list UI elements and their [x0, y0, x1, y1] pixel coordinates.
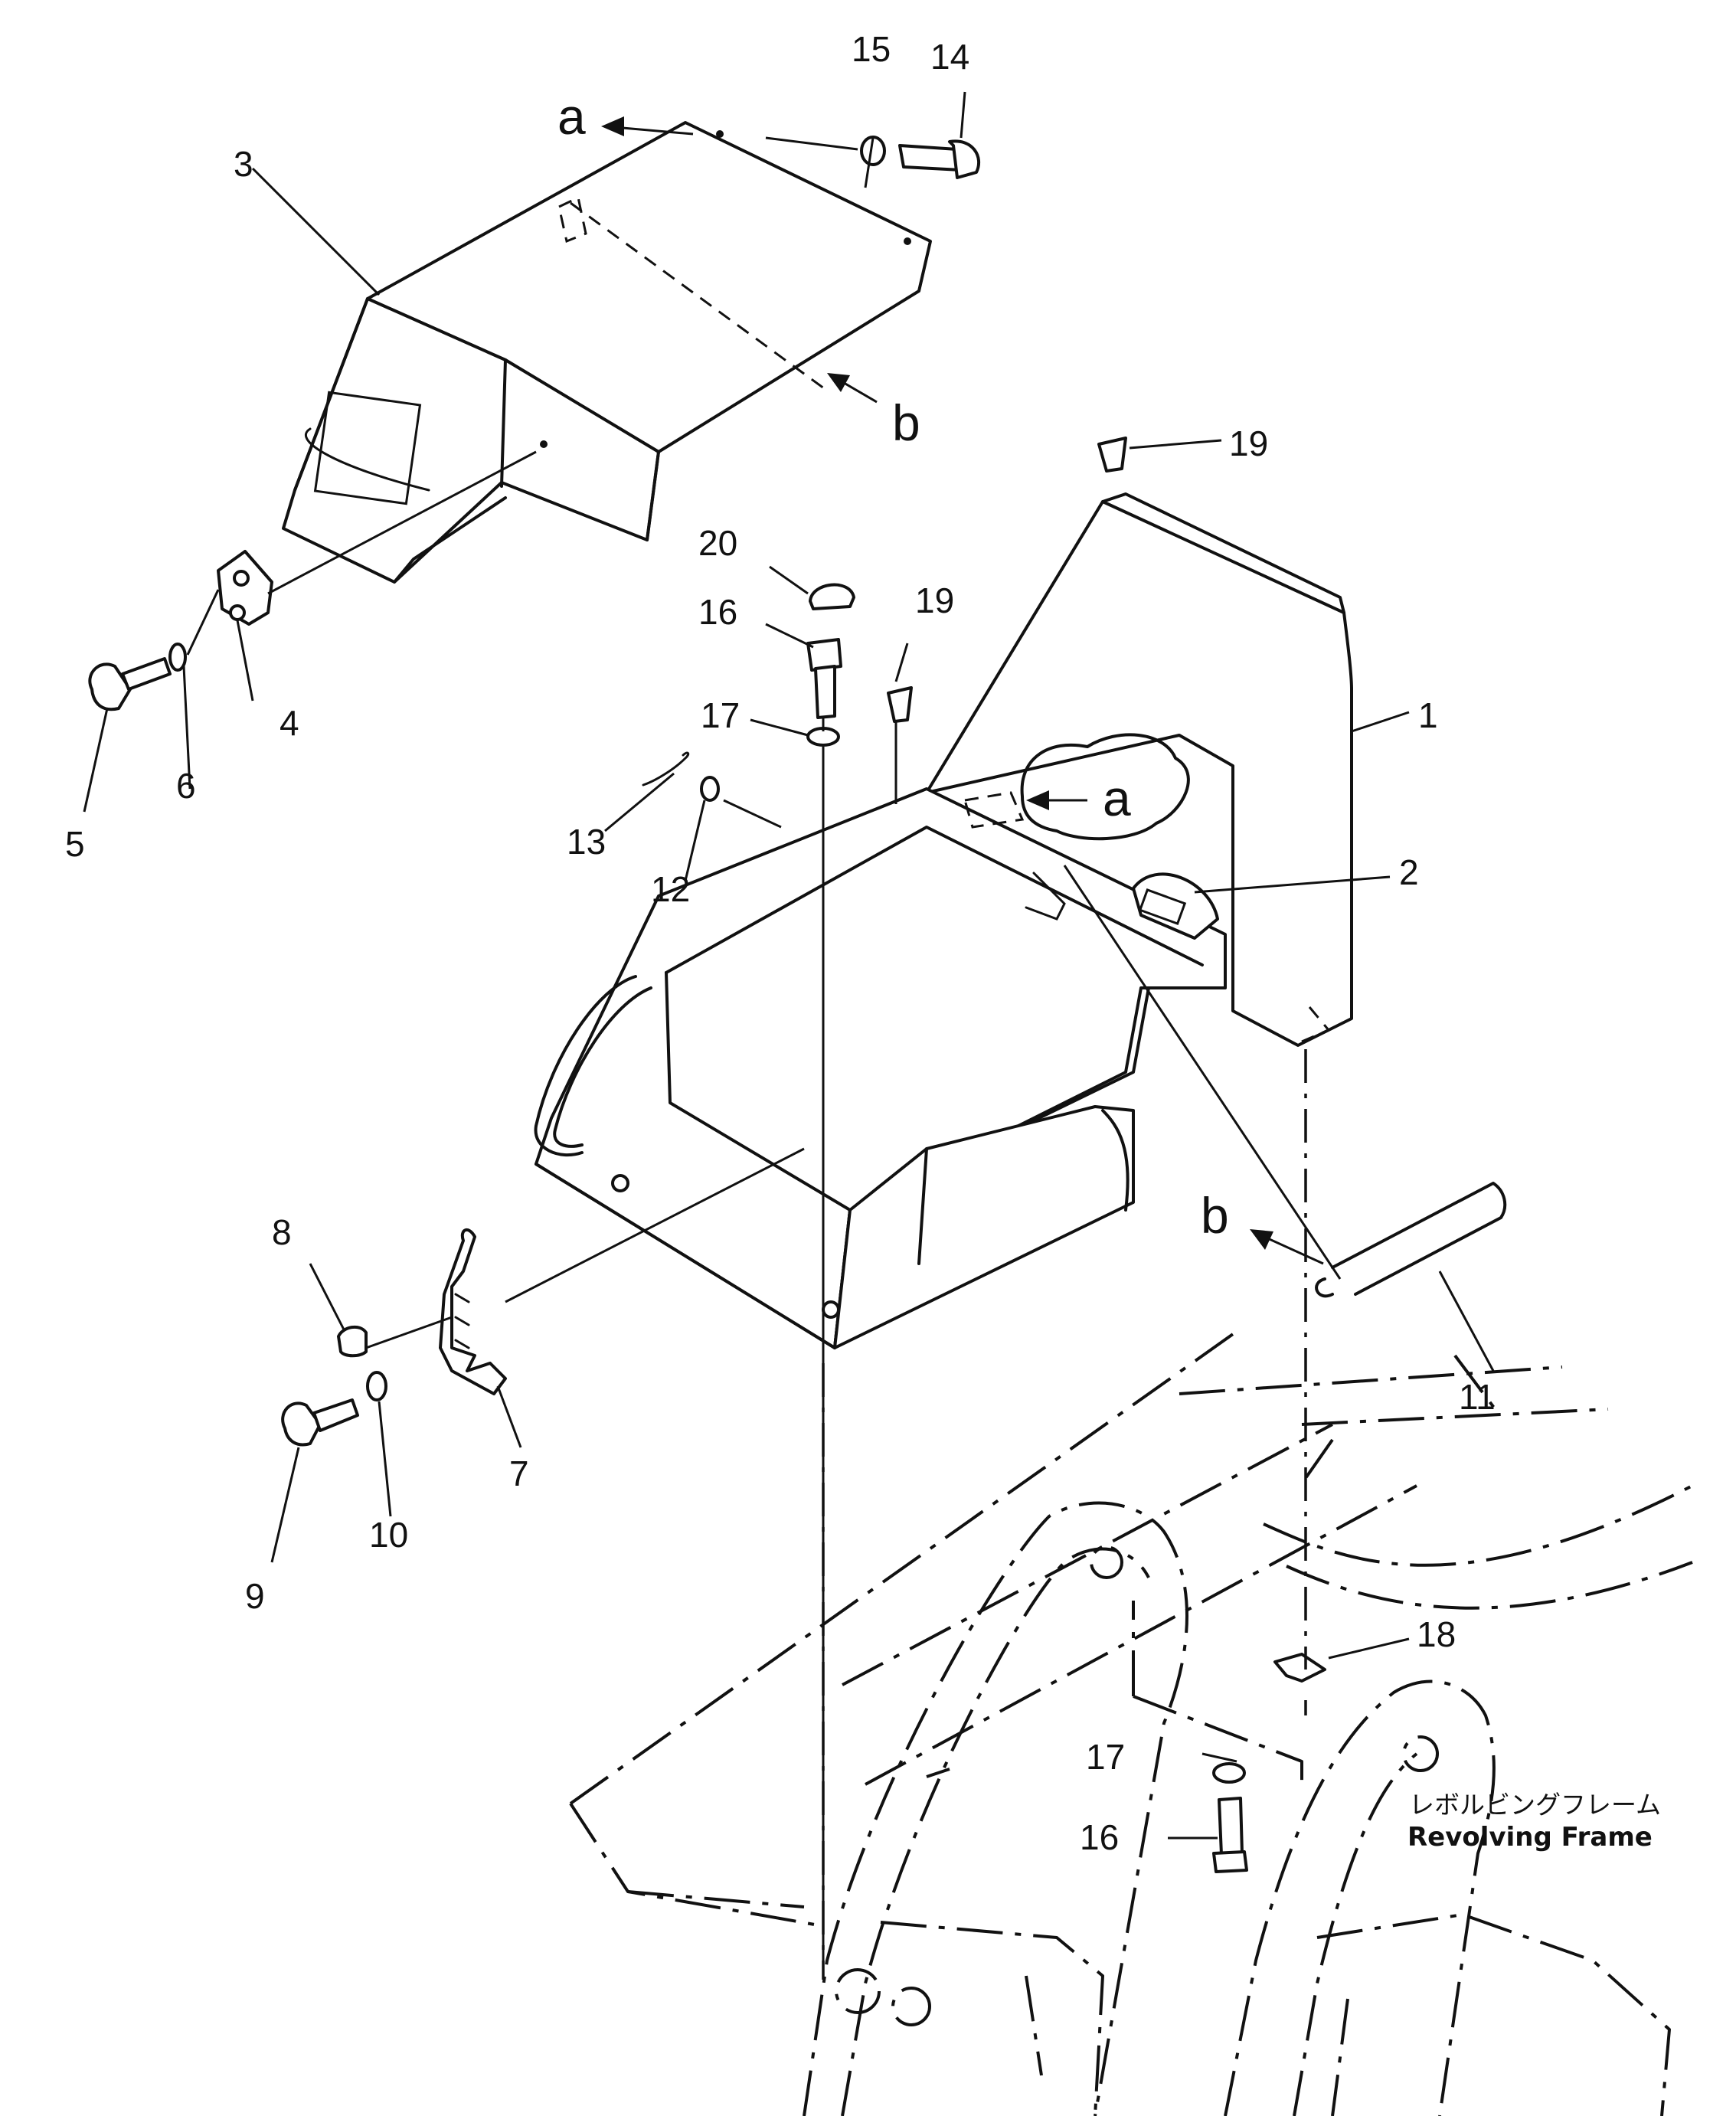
pin-part-8	[337, 1325, 368, 1358]
callout-15: 15	[852, 29, 891, 69]
callout-14: 14	[930, 37, 969, 77]
callout-5: 5	[65, 824, 85, 864]
callout-16-bottom: 16	[1080, 1817, 1119, 1857]
reference-arrows	[601, 116, 1324, 1265]
callout-leaders	[83, 91, 1495, 1840]
callout-4: 4	[280, 703, 299, 743]
washer-part-17-bottom	[1212, 1762, 1246, 1784]
handle-part-11	[1315, 1182, 1507, 1298]
callout-9: 9	[245, 1576, 265, 1616]
grommet-part-19-top	[1097, 437, 1127, 473]
callout-20: 20	[698, 523, 737, 563]
callout-17-top: 17	[701, 695, 740, 735]
callout-16-top: 16	[698, 592, 737, 632]
bolt-part-14	[898, 139, 981, 179]
latch-part-2	[1132, 872, 1219, 940]
callout-2: 2	[1399, 852, 1419, 892]
reference-letters: a a b b	[557, 88, 1229, 1244]
washer-part-15	[860, 136, 886, 166]
pin-part-13	[642, 751, 690, 787]
callout-7: 7	[509, 1454, 529, 1493]
callout-18: 18	[1417, 1614, 1456, 1654]
assembly-lines	[186, 136, 1342, 1980]
reference-b-handle: b	[1201, 1187, 1229, 1244]
callout-13: 13	[567, 822, 606, 862]
frame-label-english: Revolving Frame	[1407, 1822, 1653, 1853]
cap-part-20	[809, 583, 855, 610]
callout-11: 11	[1459, 1377, 1496, 1417]
revolving-frame	[569, 1327, 1693, 2116]
bolt-part-5	[88, 657, 172, 711]
latch-part-7	[439, 1228, 507, 1395]
frame-label: レボルビングフレーム Revolving Frame	[1407, 1790, 1661, 1853]
callout-8: 8	[272, 1212, 292, 1252]
callout-10: 10	[369, 1515, 408, 1555]
nut-part-18	[1273, 1653, 1326, 1683]
callout-19-mid: 19	[915, 581, 954, 620]
reference-a-inside: a	[1103, 770, 1131, 826]
callout-12: 12	[651, 869, 690, 909]
cover-part-3	[282, 121, 932, 584]
washer-part-10	[366, 1371, 387, 1401]
reference-b-cover: b	[892, 394, 920, 451]
callout-6: 6	[176, 766, 196, 806]
callout-3: 3	[234, 144, 253, 184]
washer-part-12	[700, 776, 720, 802]
reference-cloud	[1020, 733, 1190, 841]
bolt-part-9	[281, 1398, 359, 1447]
reference-a-top: a	[557, 88, 586, 145]
toolbox-part-1	[534, 492, 1507, 1349]
bolt-part-16-bottom	[1212, 1797, 1248, 1873]
frame-label-japanese: レボルビングフレーム	[1409, 1790, 1661, 1820]
callout-numbers: 1 2 3 4 5 6 7 8 9 10 11 12 13 14 15 16 1…	[65, 29, 1496, 1857]
washer-part-6	[168, 643, 187, 672]
grommet-part-19-mid	[887, 686, 913, 723]
bracket-part-4	[217, 550, 273, 626]
callout-1: 1	[1418, 695, 1438, 735]
callout-17-bottom: 17	[1086, 1737, 1125, 1777]
bolt-part-16-top	[806, 638, 842, 719]
callout-19-top: 19	[1229, 424, 1268, 463]
